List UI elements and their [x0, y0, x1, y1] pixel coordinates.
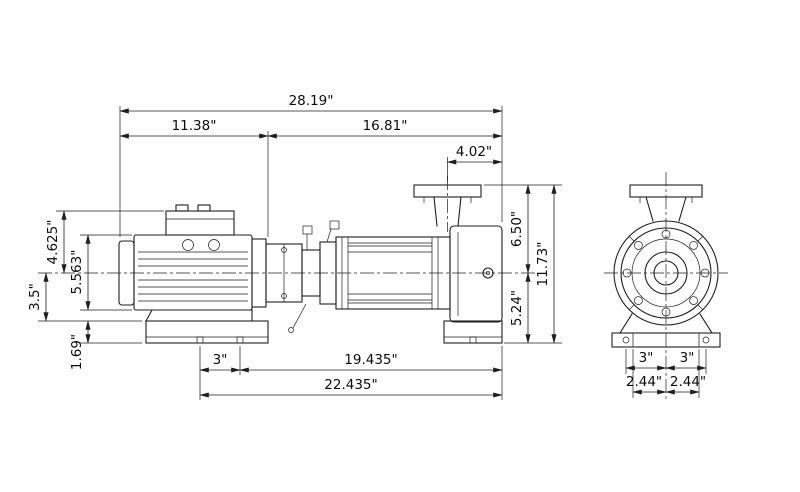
suction-flange-circle: [644, 251, 688, 295]
dim-label-base-height: 1.69": [69, 334, 85, 370]
bolt-hole: [634, 296, 643, 305]
foot-baseplate: [611, 332, 721, 348]
dim-end-foot-left: 2.44": [626, 349, 667, 398]
dim-label-end-foot-left: 2.44": [626, 374, 662, 390]
dim-pump-section: 16.81": [267, 118, 503, 139]
dim-label-end-bolt-left: 3": [639, 350, 654, 366]
dim-end-bolt-left: 3": [625, 349, 667, 374]
bolt-hole: [689, 241, 698, 250]
dim-centerline-to-flange-top: 6.50": [484, 184, 562, 274]
cable-gland: [197, 204, 211, 212]
dim-bolt-spacing: 3": [199, 346, 241, 400]
dim-label-flange-to-end: 4.02": [456, 144, 492, 160]
casing-outer-circle: [613, 220, 719, 326]
dim-label-end-bolt-right: 3": [680, 350, 695, 366]
end-view: [604, 172, 728, 400]
casing-rib-ticks: [628, 235, 704, 311]
bolt-hole: [622, 268, 632, 278]
dim-motor-section: 11.38": [119, 118, 269, 237]
dim-label-box-to-centerline: 4.625": [45, 220, 61, 265]
motor-eyebolt-hole: [182, 239, 194, 251]
terminal-box: [165, 210, 235, 236]
coupling-section: [251, 220, 340, 333]
dim-base-length: 22.435": [199, 377, 503, 398]
vent-plug: [302, 225, 313, 235]
support-legs: [619, 313, 713, 334]
drain-line: [292, 303, 307, 329]
dim-flange-to-end: 4.02": [446, 144, 503, 181]
baseplate-bolt-slot: [469, 336, 477, 344]
casing-circle: [620, 227, 712, 319]
casing-plug-center: [485, 270, 491, 276]
bolt-hole: [661, 307, 671, 317]
dim-label-motor-diameter: 5.563": [69, 250, 85, 295]
dim-label-motor-section: 11.38": [172, 118, 217, 134]
bolt-hole: [700, 268, 710, 278]
dim-label-centerline-to-flange-top: 6.50": [509, 211, 525, 247]
flange-bolt-ticks: [639, 197, 693, 203]
bolt-hole: [634, 241, 643, 250]
side-view: [38, 176, 536, 344]
dim-label-bolt-spacing: 3": [213, 352, 228, 368]
motor-foot: [145, 309, 253, 322]
dim-end-foot-right: 2.44": [665, 349, 706, 398]
dim-label-overall-height: 11.73": [535, 242, 551, 287]
dim-base-height: 1.69": [69, 320, 142, 370]
dim-box-to-centerline: 4.625": [45, 210, 164, 274]
dimensions: 28.19" 11.38" 16.81" 4.02" 4.625" 5.563": [27, 93, 707, 400]
baseplate: [443, 320, 503, 344]
bolt-hole: [661, 229, 671, 239]
tie-rods: [348, 242, 432, 304]
dim-label-pump-section: 16.81": [363, 118, 408, 134]
discharge-neck-end: [645, 196, 687, 222]
foot-bolt-hole: [622, 336, 630, 344]
discharge-neck: [433, 196, 462, 227]
dim-overall-height: 11.73": [535, 184, 557, 344]
dim-label-overall: 28.19": [289, 93, 334, 109]
baseplate: [145, 320, 269, 344]
dim-label-centerline-to-bottom: 5.24": [509, 290, 525, 326]
dim-end-bolt-right: 3": [665, 349, 707, 374]
discharge-flange-end: [629, 184, 703, 198]
drain-plug: [288, 327, 294, 333]
bolt-hole: [689, 296, 698, 305]
motor: [118, 204, 253, 322]
dim-label-centerline-to-base: 3.5": [27, 283, 43, 311]
dim-label-base-length: 22.435": [324, 377, 377, 393]
motor-eyebolt-hole: [208, 239, 220, 251]
foot-bolt-hole: [702, 336, 710, 344]
dim-label-bolt-to-end: 19.435": [344, 352, 397, 368]
baseplate-bolt-slot: [236, 336, 244, 344]
baseplate-pump-side: [443, 320, 503, 344]
casing-plug: [482, 267, 494, 279]
inner-shell-lines: [348, 251, 432, 295]
suction-bore: [653, 260, 679, 286]
flange-bolt-holes: [622, 229, 710, 317]
baseplate-bolt-slot: [196, 336, 204, 344]
dim-overall-length: 28.19": [119, 93, 503, 237]
foot-pad-edges: [632, 333, 700, 347]
guard-screw: [281, 247, 287, 253]
gauge-port-stem: [326, 228, 332, 243]
sleeve-end-rings: [341, 237, 439, 309]
motor-cooling-fins: [138, 251, 248, 302]
pump-casing: [449, 225, 503, 323]
gauge-port: [329, 220, 340, 230]
dim-centerline-to-bottom: 5.24": [504, 272, 562, 344]
dim-bolt-to-end: 19.435": [239, 346, 503, 400]
bolt-circle: [631, 238, 701, 308]
dim-motor-diameter: 5.563": [69, 234, 132, 311]
guard-screw: [281, 293, 287, 299]
flange-bolt-ticks: [423, 197, 472, 203]
dim-label-end-foot-right: 2.44": [670, 374, 706, 390]
pump-head: [413, 176, 503, 323]
cable-gland: [175, 204, 189, 212]
baseplate-motor-side: [145, 320, 269, 344]
